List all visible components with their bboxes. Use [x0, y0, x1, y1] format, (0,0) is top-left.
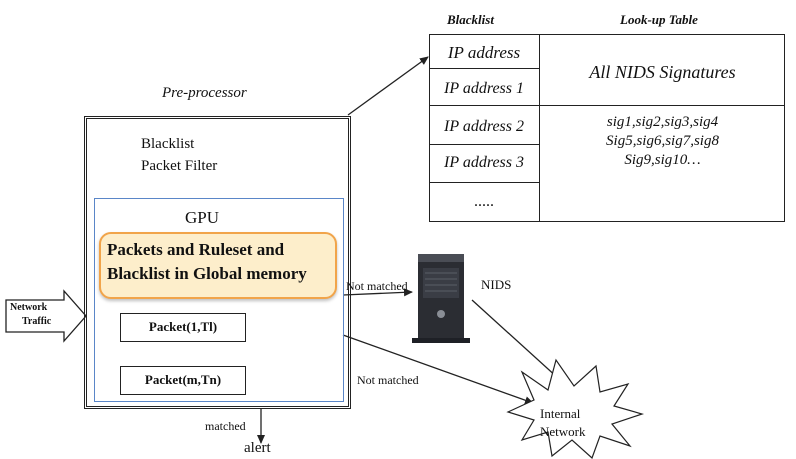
network-traffic-label-line1: Network — [10, 302, 48, 313]
table-row-divider-2 — [429, 105, 785, 106]
global-memory-line2: Blacklist in Global memory — [107, 264, 307, 283]
internal-network-line1: Internal — [540, 406, 581, 421]
blacklist-filter-line1: Blacklist — [141, 136, 195, 152]
lookup-all-signatures: All NIDS Signatures — [589, 62, 736, 82]
network-traffic-arrow-shape — [5, 289, 87, 343]
global-memory-line1: Packets and Ruleset and — [107, 240, 285, 259]
internal-network-burst — [506, 358, 645, 459]
blacklist-row: ..... — [474, 193, 494, 210]
blacklist-row-divider-1 — [429, 68, 540, 69]
nids-label: NIDS — [481, 277, 512, 292]
arrow-to-nids — [342, 288, 413, 297]
not-matched-label-bottom: Not matched — [357, 373, 419, 387]
lookup-table — [429, 34, 785, 222]
alert-label: alert — [244, 440, 271, 456]
signature-line: Sig5,sig6,sig7,sig8 — [606, 133, 719, 149]
signature-line: sig1,sig2,sig3,sig4 — [606, 114, 719, 130]
blacklist-header: Blacklist — [447, 12, 494, 27]
blacklist-filter-line2: Packet Filter — [141, 158, 218, 174]
blacklist-row: IP address — [447, 43, 521, 62]
blacklist-row: IP address 1 — [444, 80, 524, 97]
blacklist-row: IP address 3 — [444, 154, 524, 171]
arrow-to-internal-from-gpu — [342, 334, 534, 405]
gpu-title: GPU — [185, 208, 220, 227]
blacklist-row-divider-3 — [429, 144, 540, 145]
blacklist-row: IP address 2 — [444, 118, 524, 135]
preprocessor-box — [84, 116, 351, 409]
internal-network-line2: Network — [540, 424, 586, 439]
lookup-table-header: Look-up Table — [620, 12, 698, 27]
nids-server-icon — [412, 254, 470, 343]
packet-first: Packet(1,Tl) — [120, 313, 246, 342]
not-matched-label-top: Not matched — [346, 279, 408, 293]
blacklist-row-divider-4 — [429, 182, 540, 183]
arrow-to-table — [347, 56, 429, 116]
global-memory-box — [99, 232, 337, 299]
packet-last: Packet(m,Tn) — [120, 366, 246, 395]
matched-label: matched — [205, 419, 246, 433]
network-traffic-label-line2: Traffic — [22, 316, 52, 327]
gpu-box — [94, 198, 344, 402]
table-column-divider — [539, 34, 540, 222]
preprocessor-title: Pre-processor — [162, 85, 247, 101]
signature-line: Sig9,sig10… — [624, 152, 701, 168]
